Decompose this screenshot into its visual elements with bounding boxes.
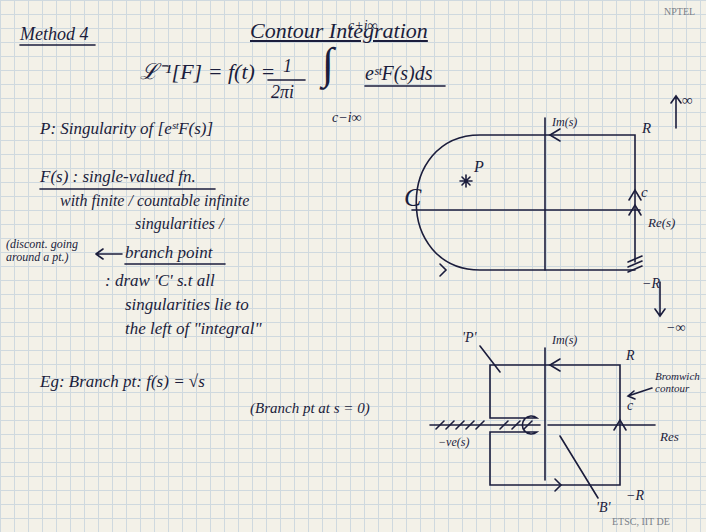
note-text: the left of "integral": [125, 320, 262, 339]
note-text: Eg: Branch pt: f(s) = √s: [40, 373, 205, 392]
note-text: C: [404, 184, 421, 213]
note-text: c+i∞: [348, 18, 378, 33]
note-text: Bromwich contour: [655, 370, 703, 394]
note-text: −ve(s): [438, 436, 469, 449]
note-text: 2πi: [271, 83, 294, 103]
note-text: (discont. going around a pt.): [6, 238, 92, 264]
note-text: c: [641, 184, 648, 201]
note-text: singularities lie to: [125, 296, 249, 315]
note-text: ETSC, IIT DE: [612, 516, 670, 527]
note-text: 'B': [596, 500, 611, 515]
note-text: branch point: [125, 244, 212, 263]
note-text: ∞: [682, 92, 693, 109]
note-text: P: [474, 158, 484, 176]
note-text: Im(s): [552, 334, 577, 347]
note-text: Method 4: [20, 25, 88, 45]
note-text: 'P': [462, 330, 477, 345]
note-text: Im(s): [552, 116, 577, 129]
note-text: P: Singularity of [eˢᵗF(s)]: [40, 120, 213, 139]
note-text: (Branch pt at s = 0): [250, 400, 370, 417]
note-text: Res: [660, 430, 679, 444]
note-text: Re(s): [648, 216, 675, 230]
note-text: : draw 'C' s.t all: [105, 272, 215, 291]
note-text: c−i∞: [332, 110, 362, 125]
note-text: NPTEL: [664, 6, 695, 17]
note-text: singularities /: [135, 215, 223, 233]
note-text: c: [627, 398, 633, 413]
note-text: eˢᵗF(s)ds: [365, 62, 433, 84]
note-text: F(s) : single-valued fn.: [40, 168, 196, 187]
page-title: Contour Integration: [250, 18, 428, 44]
note-text: −∞: [666, 320, 685, 335]
note-text: −R: [642, 276, 660, 291]
note-text: ℒ⁻¹[F] = f(t) =: [140, 60, 275, 84]
note-text: 1: [283, 57, 292, 77]
note-text: −R: [626, 488, 644, 503]
note-text: R: [642, 120, 651, 137]
note-text: ∫: [322, 40, 334, 88]
note-text: with finite / countable infinite: [60, 192, 249, 210]
note-text: R: [626, 348, 635, 363]
